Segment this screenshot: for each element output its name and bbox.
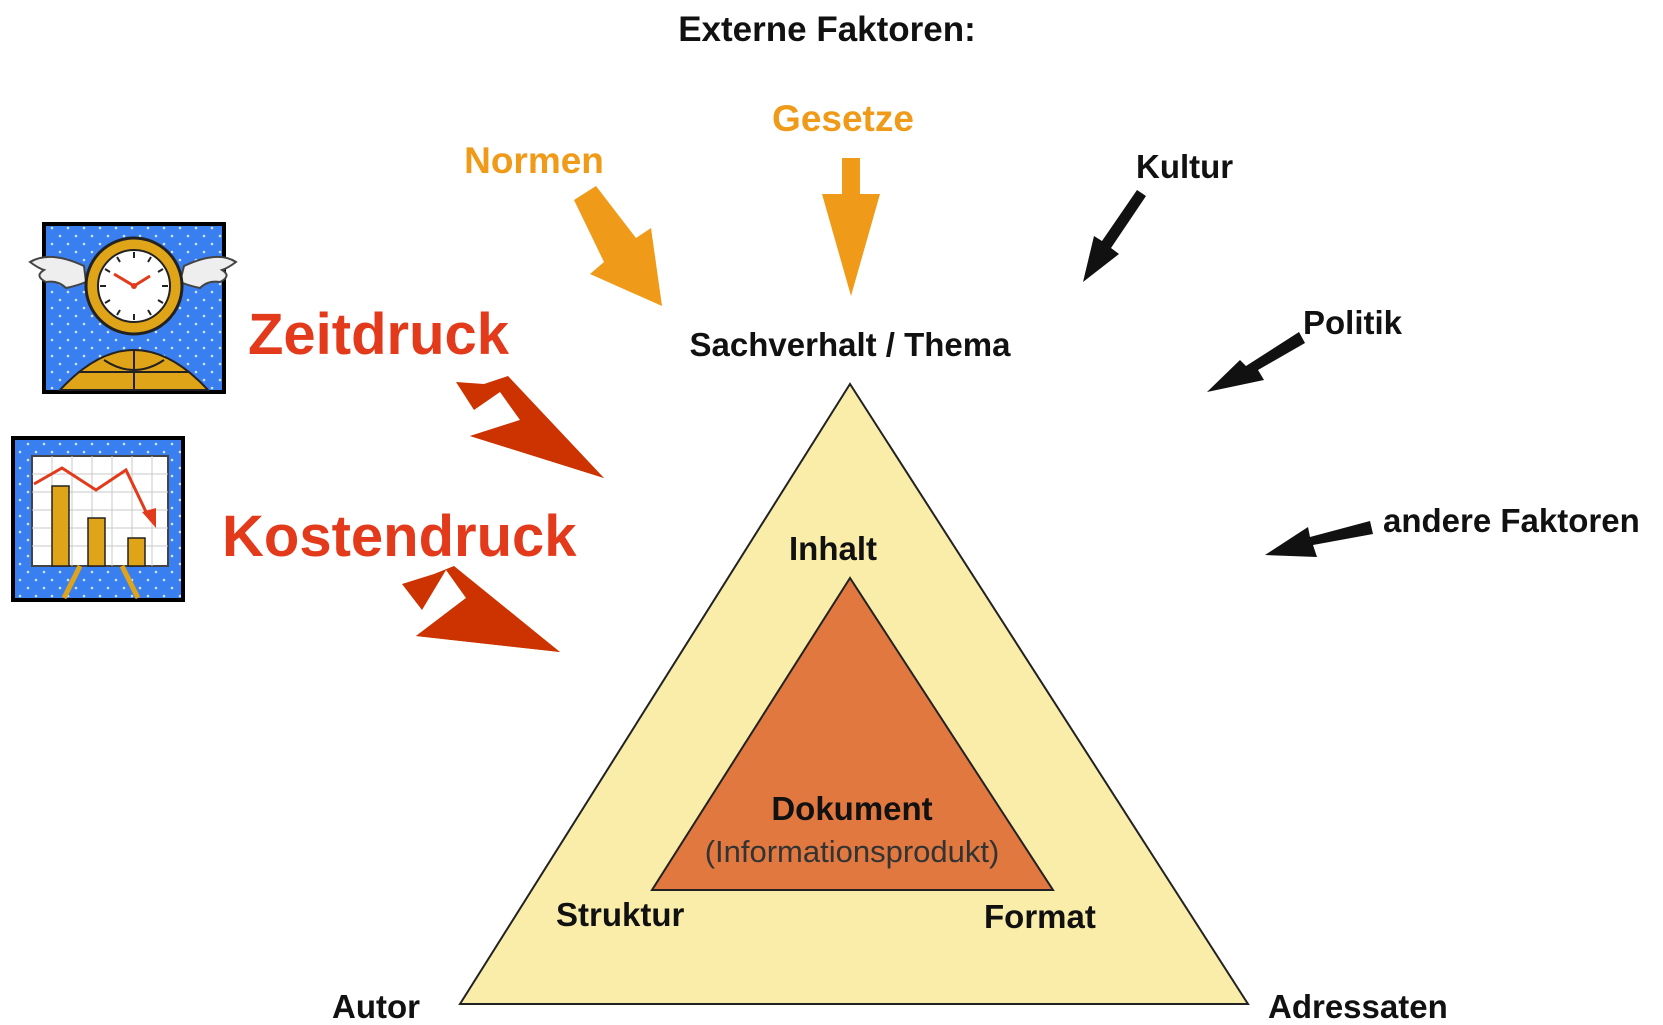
flying-clock-icon [28,222,238,394]
outer-right-label: Adressaten [1268,988,1448,1025]
inner-right-label: Format [984,898,1096,935]
outer-top-label: Sachverhalt / Thema [689,326,1011,363]
factor-andere: andere Faktoren [1383,502,1640,539]
factor-normen: Normen [464,140,604,181]
zeitdruck-arrow [456,376,604,478]
document-title: Dokument [771,790,933,827]
inner-triangle [650,576,1055,891]
declining-chart-icon [11,436,185,602]
outer-left-label: Autor [332,988,420,1025]
factor-gesetze: Gesetze [772,98,914,139]
pressure-zeitdruck: Zeitdruck [248,302,510,367]
andere-faktoren-arrow [1265,521,1373,557]
factor-politik: Politik [1303,304,1403,341]
pressure-kostendruck: Kostendruck [222,504,577,569]
normen-arrow [574,186,662,306]
diagram-heading: Externe Faktoren: [678,10,976,49]
document-subtitle: (Informationsprodukt) [704,834,1000,869]
kultur-arrow [1083,190,1146,282]
inner-top-label: Inhalt [789,530,877,567]
inner-left-label: Struktur [556,896,685,933]
politik-arrow [1207,332,1305,392]
factor-kultur: Kultur [1136,148,1234,185]
kostendruck-arrow [402,566,560,652]
gesetze-arrow [822,158,880,296]
